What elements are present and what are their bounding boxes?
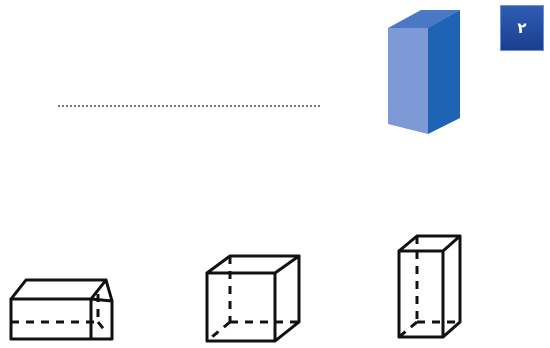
tall-prism-icon[interactable] <box>392 230 470 342</box>
answer-blank-line[interactable] <box>58 105 320 107</box>
cube-icon[interactable] <box>200 250 310 346</box>
blue-rectangular-prism <box>388 10 460 134</box>
question-number: ٢ <box>517 19 527 37</box>
flat-box-icon[interactable] <box>6 272 118 344</box>
question-number-badge: ٢ <box>500 5 544 51</box>
